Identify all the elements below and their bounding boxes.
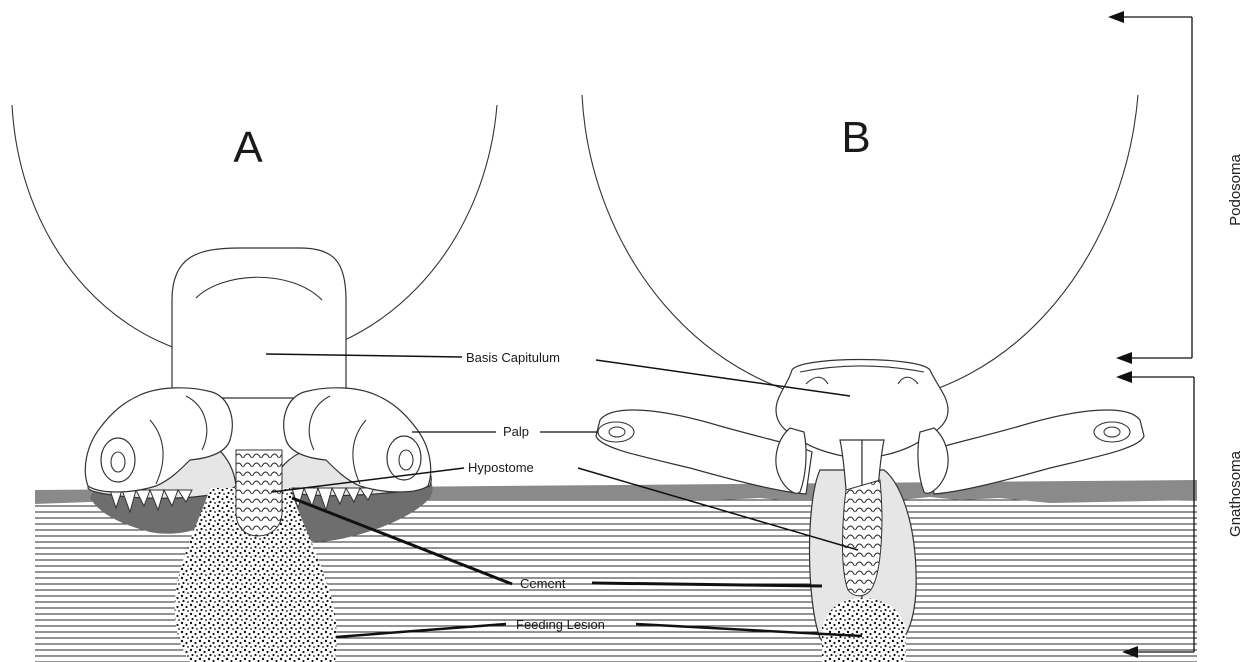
label-hypostome: Hypostome [468,460,534,475]
label-feeding-lesion: Feeding Lesion [516,617,605,632]
region-label-podosoma: Podosoma [1227,153,1244,225]
label-cement: Cement [520,576,566,591]
hypostome-b [843,480,882,596]
panel-label-b: B [841,113,870,162]
podosoma-bottom-arrow [1116,352,1132,364]
panel-label-a: A [233,123,263,172]
palp-right-b-pit [1104,427,1120,437]
palp-left-a-pit [111,452,125,472]
palp-right-a-pit [399,450,413,470]
basis-capitulum-a [172,248,346,398]
podosoma-top-arrow [1108,11,1124,23]
region-label-gnathosoma: Gnathosoma [1227,450,1244,537]
label-basis-capitulum: Basis Capitulum [466,350,560,365]
gnathosoma-top-arrow [1116,371,1132,383]
hypostome-a [236,450,282,536]
label-palp: Palp [503,424,529,439]
palp-left-b-pit [609,427,625,437]
